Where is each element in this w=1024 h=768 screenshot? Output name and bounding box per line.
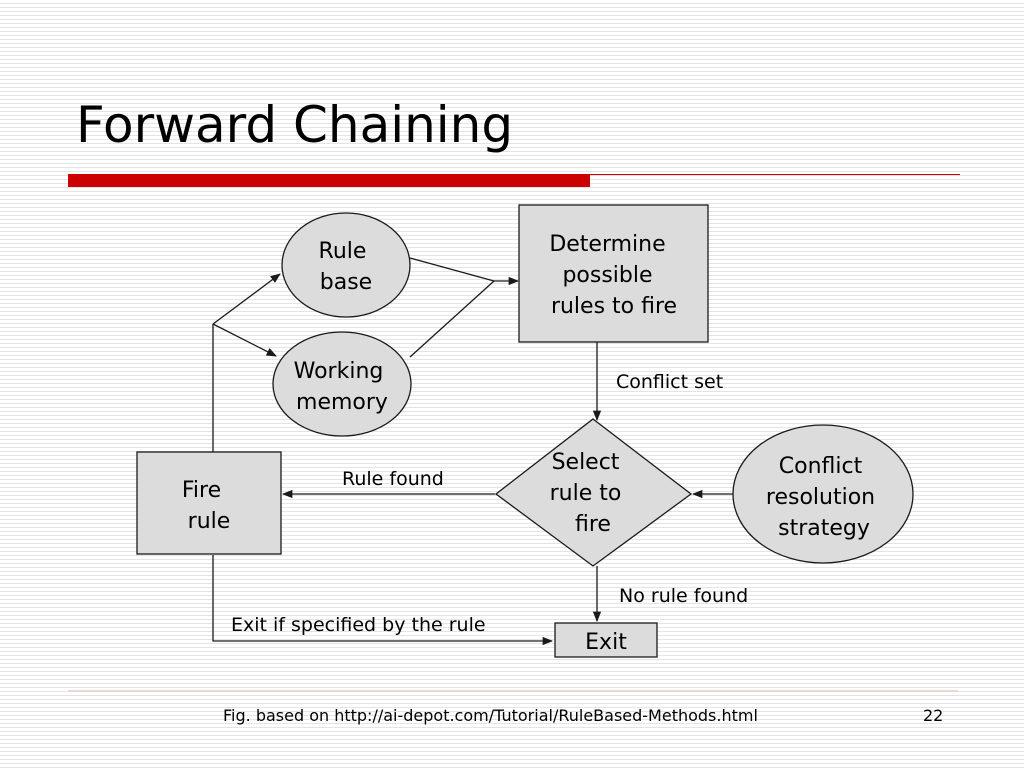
- conflict-resolution-node: [732, 424, 914, 564]
- rule-base-node: [281, 212, 411, 318]
- exit-label: Exit: [585, 630, 627, 655]
- title-underline-accent: [68, 174, 590, 187]
- edge-working-memory-to-merge: [409, 280, 495, 358]
- fire-rule-label: Fire rule: [182, 478, 230, 534]
- working-memory-node: [272, 331, 412, 437]
- rule-base-label: Rule base: [319, 239, 374, 295]
- exit-node: [554, 622, 658, 658]
- edge-rule-base-to-merge: [409, 257, 495, 282]
- determine-rules-node: [518, 204, 709, 343]
- select-rule-node: [494, 418, 693, 567]
- determine-rules-label: Determine possible rules to fire: [549, 232, 677, 319]
- footer-divider: [68, 690, 958, 692]
- edge-fire-rule-to-exit: [212, 555, 554, 646]
- working-memory-label: Working memory: [294, 359, 391, 415]
- rule-found-label: Rule found: [342, 468, 444, 490]
- conflict-resolution-label: Conflict resolution strategy: [766, 454, 882, 541]
- exit-if-specified-label: Exit if specified by the rule: [231, 614, 486, 636]
- footer-source-note: Fig. based on http://ai-depot.com/Tutori…: [223, 706, 758, 725]
- edge-loop-to-working-memory: [212, 323, 277, 357]
- fire-rule-node: [136, 451, 282, 555]
- page-number: 22: [923, 706, 944, 725]
- title-underline-thin: [590, 174, 960, 175]
- conflict-set-label: Conflict set: [616, 371, 723, 393]
- no-rule-found-label: No rule found: [619, 585, 748, 607]
- edge-loop-to-rule-base: [212, 273, 281, 325]
- connectors: [212, 257, 733, 646]
- slide-title: Forward Chaining: [76, 96, 514, 154]
- select-rule-label: Select rule to fire: [550, 450, 629, 537]
